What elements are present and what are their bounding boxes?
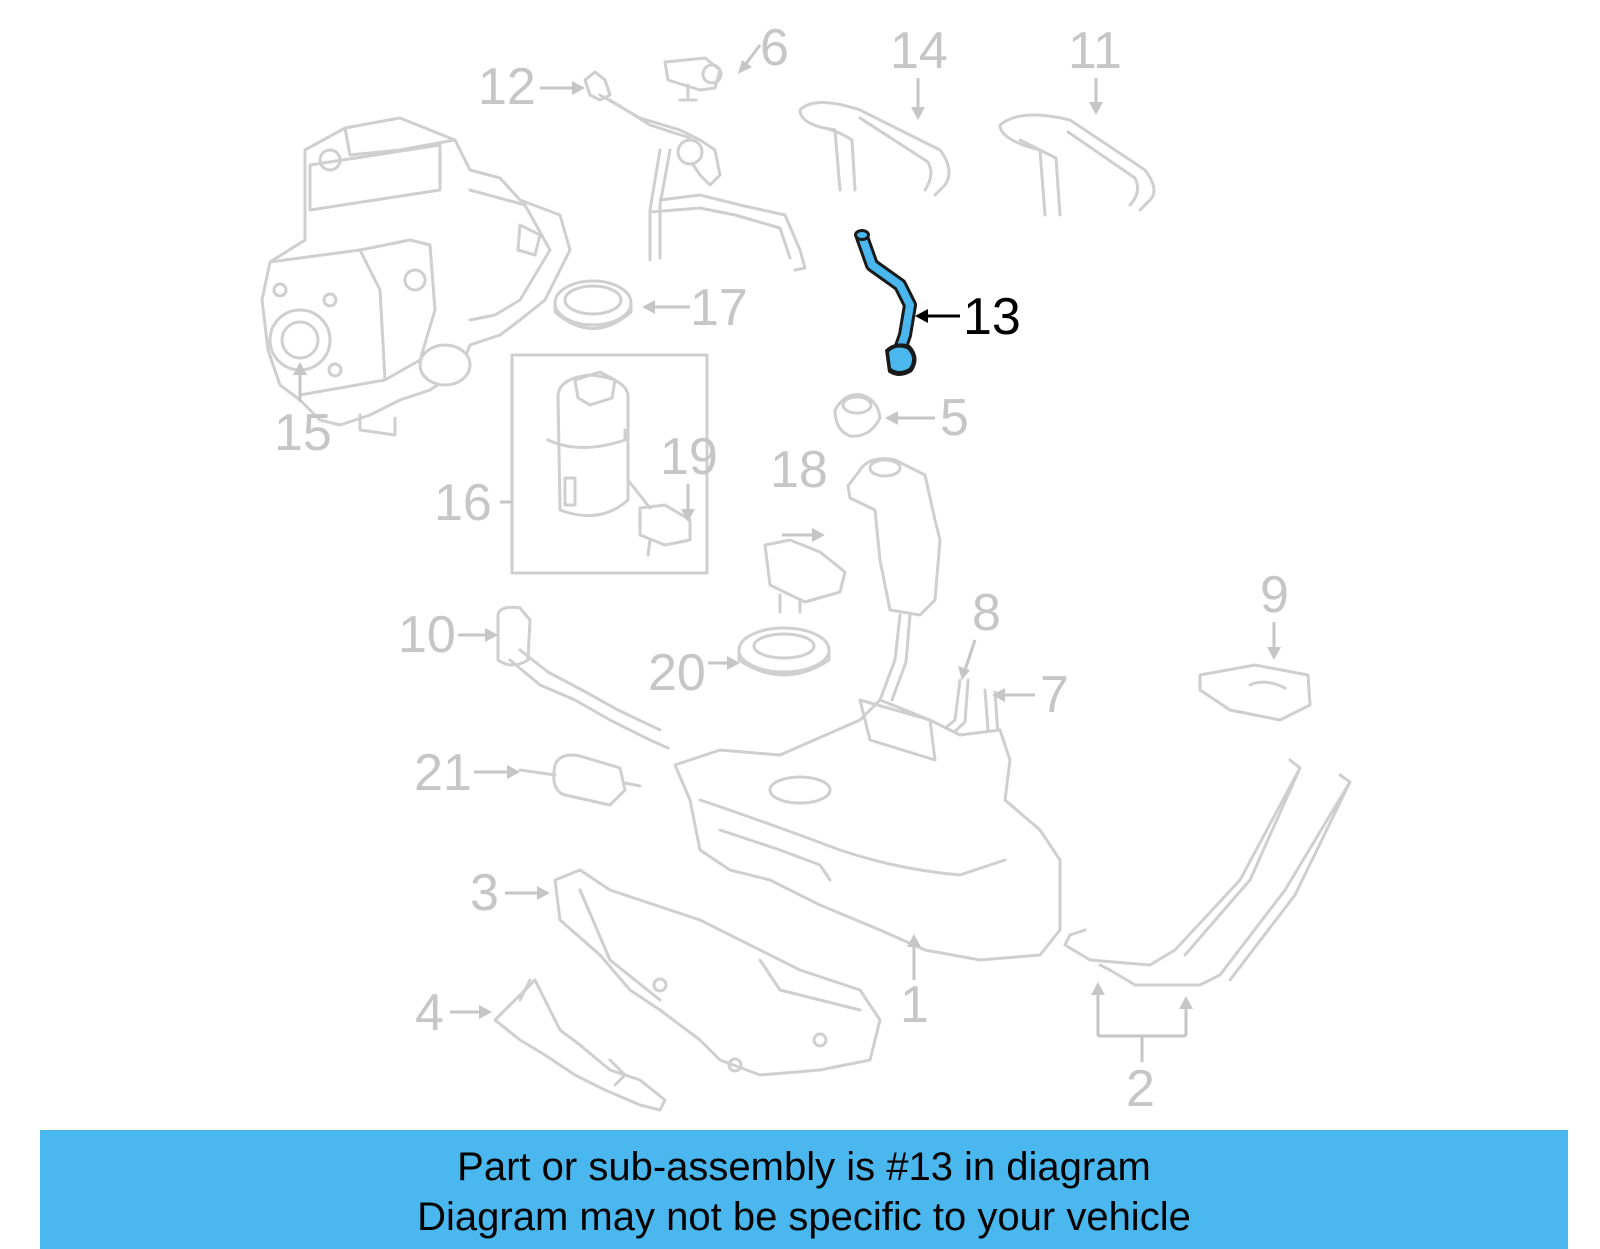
- part-16-fuel-pump-module[interactable]: [510, 353, 709, 575]
- svg-text:8: 8: [972, 584, 1001, 642]
- svg-text:16: 16: [434, 474, 492, 532]
- svg-text:15: 15: [274, 404, 332, 462]
- part-5-cap[interactable]: [833, 393, 882, 438]
- callout-14[interactable]: 14: [890, 22, 948, 120]
- part-11-hose[interactable]: [998, 113, 1156, 217]
- part-filler-neck[interactable]: [846, 457, 942, 702]
- part-3-heat-shield[interactable]: [553, 868, 882, 1077]
- part-4-support-bracket[interactable]: [493, 978, 667, 1112]
- part-13-vent-hose[interactable]: [854, 229, 917, 376]
- callout-18[interactable]: 18: [770, 441, 828, 542]
- part-12-fuel-line-bracket[interactable]: [583, 70, 807, 272]
- svg-text:4: 4: [415, 984, 444, 1042]
- callout-10[interactable]: 10: [398, 606, 498, 664]
- callout-15[interactable]: 15: [274, 362, 332, 462]
- callout-21[interactable]: 21: [414, 744, 520, 802]
- part-6-connector[interactable]: [663, 56, 723, 102]
- svg-text:12: 12: [478, 58, 536, 116]
- part-9-bracket[interactable]: [1198, 663, 1312, 722]
- part-21-fuel-filter[interactable]: [518, 753, 642, 807]
- info-banner: Part or sub-assembly is #13 in diagram D…: [40, 1130, 1568, 1249]
- part-10-canister[interactable]: [496, 605, 670, 750]
- banner-line-part-number: Part or sub-assembly is #13 in diagram: [457, 1145, 1151, 1189]
- callout-17[interactable]: 17: [642, 279, 748, 337]
- callout-9[interactable]: 9: [1260, 566, 1289, 660]
- svg-text:2: 2: [1126, 1060, 1155, 1118]
- svg-text:14: 14: [890, 22, 948, 80]
- part-2-tank-straps[interactable]: [1063, 758, 1352, 987]
- svg-text:10: 10: [398, 606, 456, 664]
- callout-2[interactable]: 2: [1091, 982, 1193, 1118]
- svg-text:18: 18: [770, 441, 828, 499]
- svg-text:9: 9: [1260, 566, 1289, 624]
- callout-4[interactable]: 4: [415, 984, 492, 1042]
- part-17-seal-ring[interactable]: [553, 279, 633, 330]
- svg-text:5: 5: [940, 389, 969, 447]
- callout-1[interactable]: 1: [900, 934, 929, 1034]
- callout-20[interactable]: 20: [648, 644, 740, 702]
- svg-text:17: 17: [690, 279, 748, 337]
- svg-text:20: 20: [648, 644, 706, 702]
- callout-12[interactable]: 12: [478, 58, 585, 116]
- part-19-level-sensor[interactable]: [626, 478, 692, 557]
- svg-text:6: 6: [760, 19, 789, 77]
- part-15-pump-assembly[interactable]: [260, 116, 572, 437]
- part-1-fuel-tank[interactable]: [673, 698, 1062, 962]
- callout-7[interactable]: 7: [992, 666, 1069, 724]
- svg-text:7: 7: [1040, 666, 1069, 724]
- callout-19[interactable]: 19: [660, 428, 718, 522]
- part-20-seal[interactable]: [737, 626, 831, 677]
- callout-3[interactable]: 3: [470, 864, 550, 922]
- callout-6[interactable]: 6: [738, 19, 789, 77]
- callout-8[interactable]: 8: [958, 584, 1001, 680]
- callout-16[interactable]: 16: [434, 474, 512, 532]
- callout-13[interactable]: 13: [915, 288, 1021, 346]
- part-18-bracket[interactable]: [763, 538, 847, 614]
- svg-text:21: 21: [414, 744, 472, 802]
- callout-5[interactable]: 5: [885, 389, 969, 447]
- svg-text:1: 1: [900, 976, 929, 1034]
- svg-text:11: 11: [1068, 22, 1122, 80]
- svg-text:3: 3: [470, 864, 499, 922]
- banner-line-disclaimer: Diagram may not be specific to your vehi…: [417, 1195, 1191, 1239]
- svg-text:19: 19: [660, 428, 718, 486]
- part-14-hose[interactable]: [798, 101, 951, 197]
- callout-11[interactable]: 11: [1068, 22, 1122, 115]
- svg-text:13: 13: [963, 288, 1021, 346]
